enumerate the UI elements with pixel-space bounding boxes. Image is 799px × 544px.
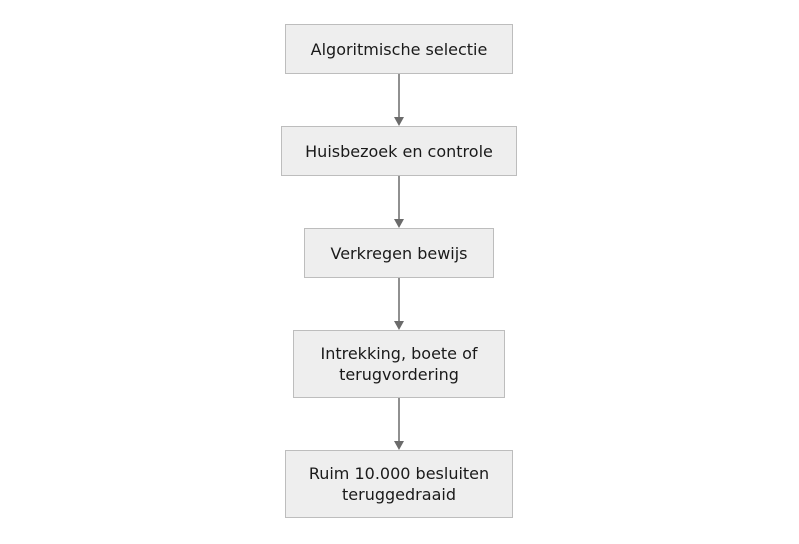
node-intrekking-boete-terugvordering: Intrekking, boete of terugvordering bbox=[293, 330, 505, 398]
node-label: Huisbezoek en controle bbox=[305, 141, 493, 161]
arrowhead-n1-n2 bbox=[394, 117, 404, 126]
node-besluiten-teruggedraaid: Ruim 10.000 besluiten teruggedraaid bbox=[285, 450, 513, 518]
node-label: Intrekking, boete of terugvordering bbox=[320, 344, 478, 384]
arrowhead-n4-n5 bbox=[394, 441, 404, 450]
node-label: Verkregen bewijs bbox=[330, 243, 468, 263]
node-label: Algoritmische selectie bbox=[310, 39, 488, 59]
node-algoritmische-selectie: Algoritmische selectie bbox=[285, 24, 513, 74]
node-label: Ruim 10.000 besluiten teruggedraaid bbox=[308, 464, 490, 504]
arrowhead-n3-n4 bbox=[394, 321, 404, 330]
arrowhead-n2-n3 bbox=[394, 219, 404, 228]
node-huisbezoek-en-controle: Huisbezoek en controle bbox=[281, 126, 517, 176]
node-verkregen-bewijs: Verkregen bewijs bbox=[304, 228, 494, 278]
